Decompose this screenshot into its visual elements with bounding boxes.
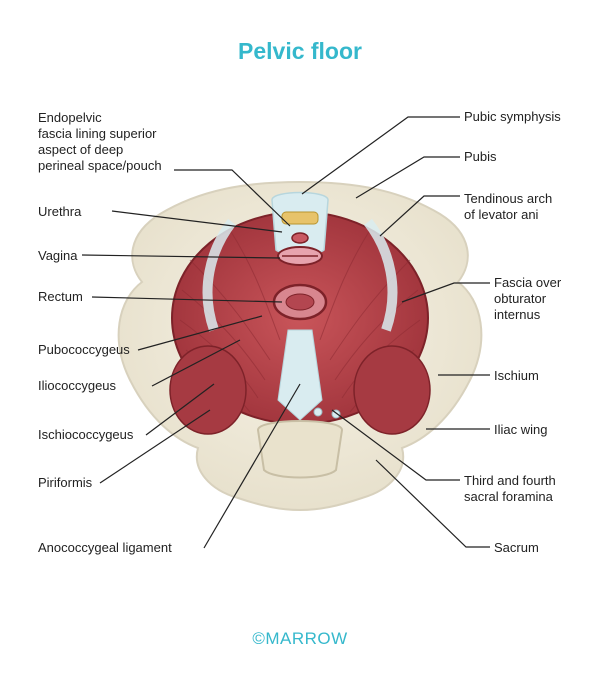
label-anococcygeal-ligament: Anococcygeal ligament [38,540,172,555]
tendinous-arch-left [202,218,236,332]
label-sacrum: Sacrum [494,540,539,555]
label-pubis: Pubis [464,149,497,164]
label-vagina: Vagina [38,248,78,263]
label-rectum: Rectum [38,289,83,304]
label-endopelvic-fascia: Endopelvic fascia lining superior aspect… [38,110,162,173]
sacral-foramen-left [313,407,323,417]
pubic-symphysis-disc [281,211,319,225]
sacrum-bone [256,420,344,479]
label-iliac-wing: Iliac wing [494,422,548,437]
label-tendinous-arch: Tendinous arch of levator ani [464,191,553,222]
label-pubic-symphysis: Pubic symphysis [464,109,561,124]
leader-lines [81,116,490,549]
label-urethra: Urethra [38,204,82,219]
ischiococcygeus-right [353,345,431,435]
label-iliococcygeus: Iliococcygeus [38,378,117,393]
label-fascia-obturator: Fascia over obturator internus [494,275,562,322]
label-ischiococcygeus: Ischiococcygeus [38,427,134,442]
label-ischium: Ischium [494,368,539,383]
figure-title: Pelvic floor [238,38,362,64]
marrow-logo: ©MARROW [252,629,348,648]
ischiococcygeus-left [169,345,247,435]
label-sacral-foramina: Third and fourth sacral foramina [464,473,556,504]
label-pubococcygeus: Pubococcygeus [38,342,130,357]
central-fascia [277,329,323,421]
label-piriformis: Piriformis [38,475,93,490]
urethra-opening [291,232,309,244]
tendinous-arch-right [364,218,398,332]
